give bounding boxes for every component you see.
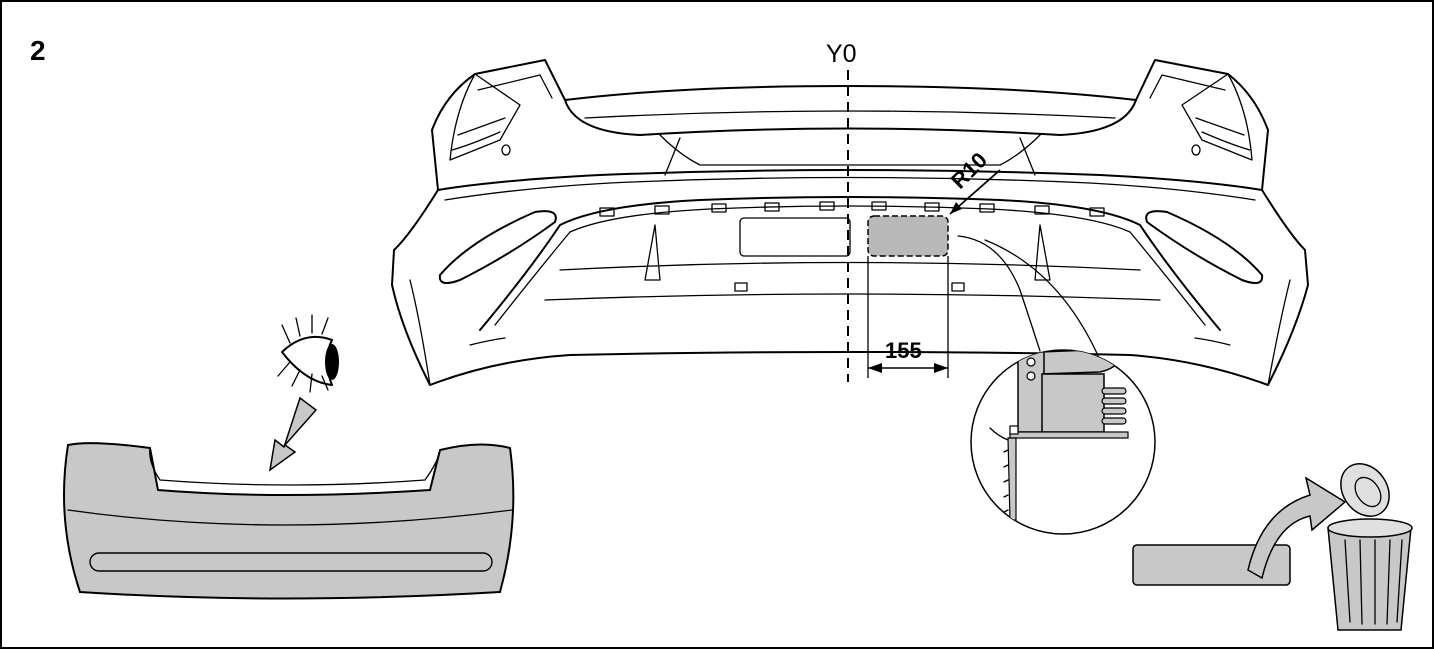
radius-label: R10 xyxy=(946,147,992,193)
left-sensor-hole xyxy=(501,144,511,156)
trash-bin-icon xyxy=(1327,463,1413,631)
down-arrow-icon xyxy=(268,396,318,472)
rear-bumper xyxy=(391,59,1309,386)
eye-icon xyxy=(277,314,339,393)
bumper-groove xyxy=(89,552,493,572)
dimension-155 xyxy=(867,256,949,378)
magnifier-lens xyxy=(970,349,1156,535)
dimension-label: 155 xyxy=(885,338,922,363)
plate-recess xyxy=(739,217,851,257)
curved-arrow-icon xyxy=(1247,476,1347,580)
centerline-label: Y0 xyxy=(826,40,857,68)
jigsaw-icon xyxy=(989,350,1129,521)
cut-out-area xyxy=(867,215,949,257)
bumper-side-view xyxy=(63,442,515,600)
right-sensor-hole xyxy=(1191,144,1201,156)
cut-piece xyxy=(1132,544,1291,586)
zoom-leader xyxy=(957,235,1041,352)
right-lamp-slot xyxy=(1145,210,1264,285)
left-lamp-slot xyxy=(438,210,557,285)
step-number: 2 xyxy=(30,35,46,66)
